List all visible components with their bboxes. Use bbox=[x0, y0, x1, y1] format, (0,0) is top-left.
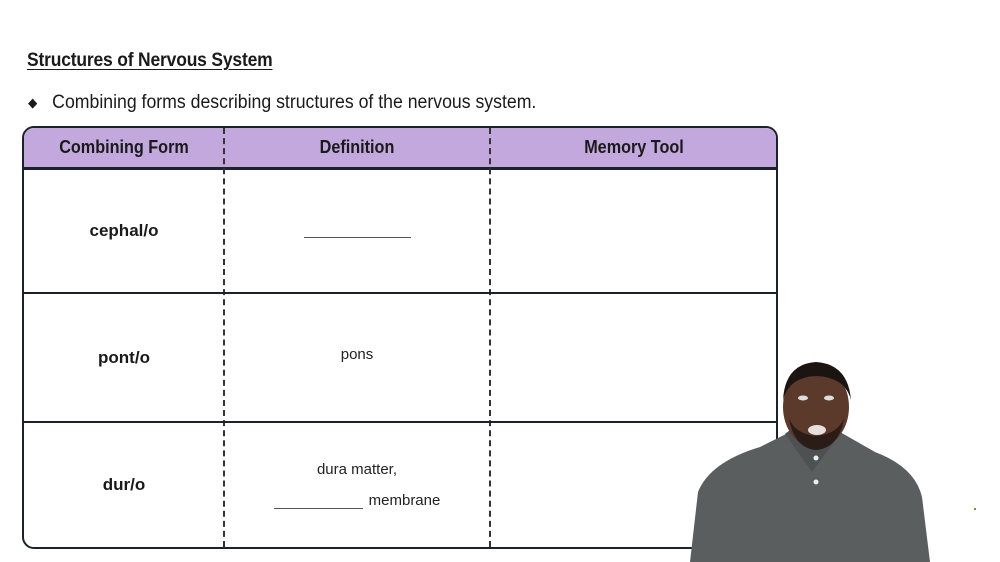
table-row-ponto-definition: pons bbox=[340, 345, 374, 363]
header-combining-form: Combining Form bbox=[59, 137, 189, 157]
header-memory-tool: Memory Tool bbox=[584, 137, 684, 157]
header-definition: Definition bbox=[319, 137, 395, 157]
presenter-video bbox=[690, 362, 930, 562]
table-row-duro-definition: dura matter, membrane bbox=[224, 423, 490, 547]
table-row-duro-form: dur/o bbox=[102, 475, 146, 494]
column-divider bbox=[223, 128, 225, 547]
definition-line-2: membrane bbox=[368, 492, 441, 509]
bullet-text: Combining forms describing structures of… bbox=[52, 92, 537, 113]
bullet-point: ◆ Combining forms describing structures … bbox=[28, 92, 536, 114]
diamond-bullet-icon: ◆ bbox=[28, 95, 38, 110]
row-divider bbox=[24, 292, 776, 294]
speck bbox=[974, 508, 976, 510]
fill-in-blank bbox=[273, 508, 363, 509]
combining-forms-table: Combining Form Definition Memory Tool ce… bbox=[22, 126, 778, 549]
definition-line-1: dura matter, bbox=[316, 461, 398, 478]
column-divider bbox=[489, 128, 491, 547]
table-header: Combining Form Definition Memory Tool bbox=[24, 128, 776, 170]
table-row-ponto-form: pont/o bbox=[98, 347, 150, 367]
fill-in-blank bbox=[303, 236, 411, 238]
table-row-cephalo-form: cephal/o bbox=[89, 221, 159, 240]
row-divider bbox=[24, 421, 776, 423]
slide-title: Structures of Nervous System bbox=[27, 50, 273, 71]
table-row-cephalo-definition bbox=[224, 170, 490, 292]
definition-line-2-wrap: membrane bbox=[273, 492, 441, 509]
